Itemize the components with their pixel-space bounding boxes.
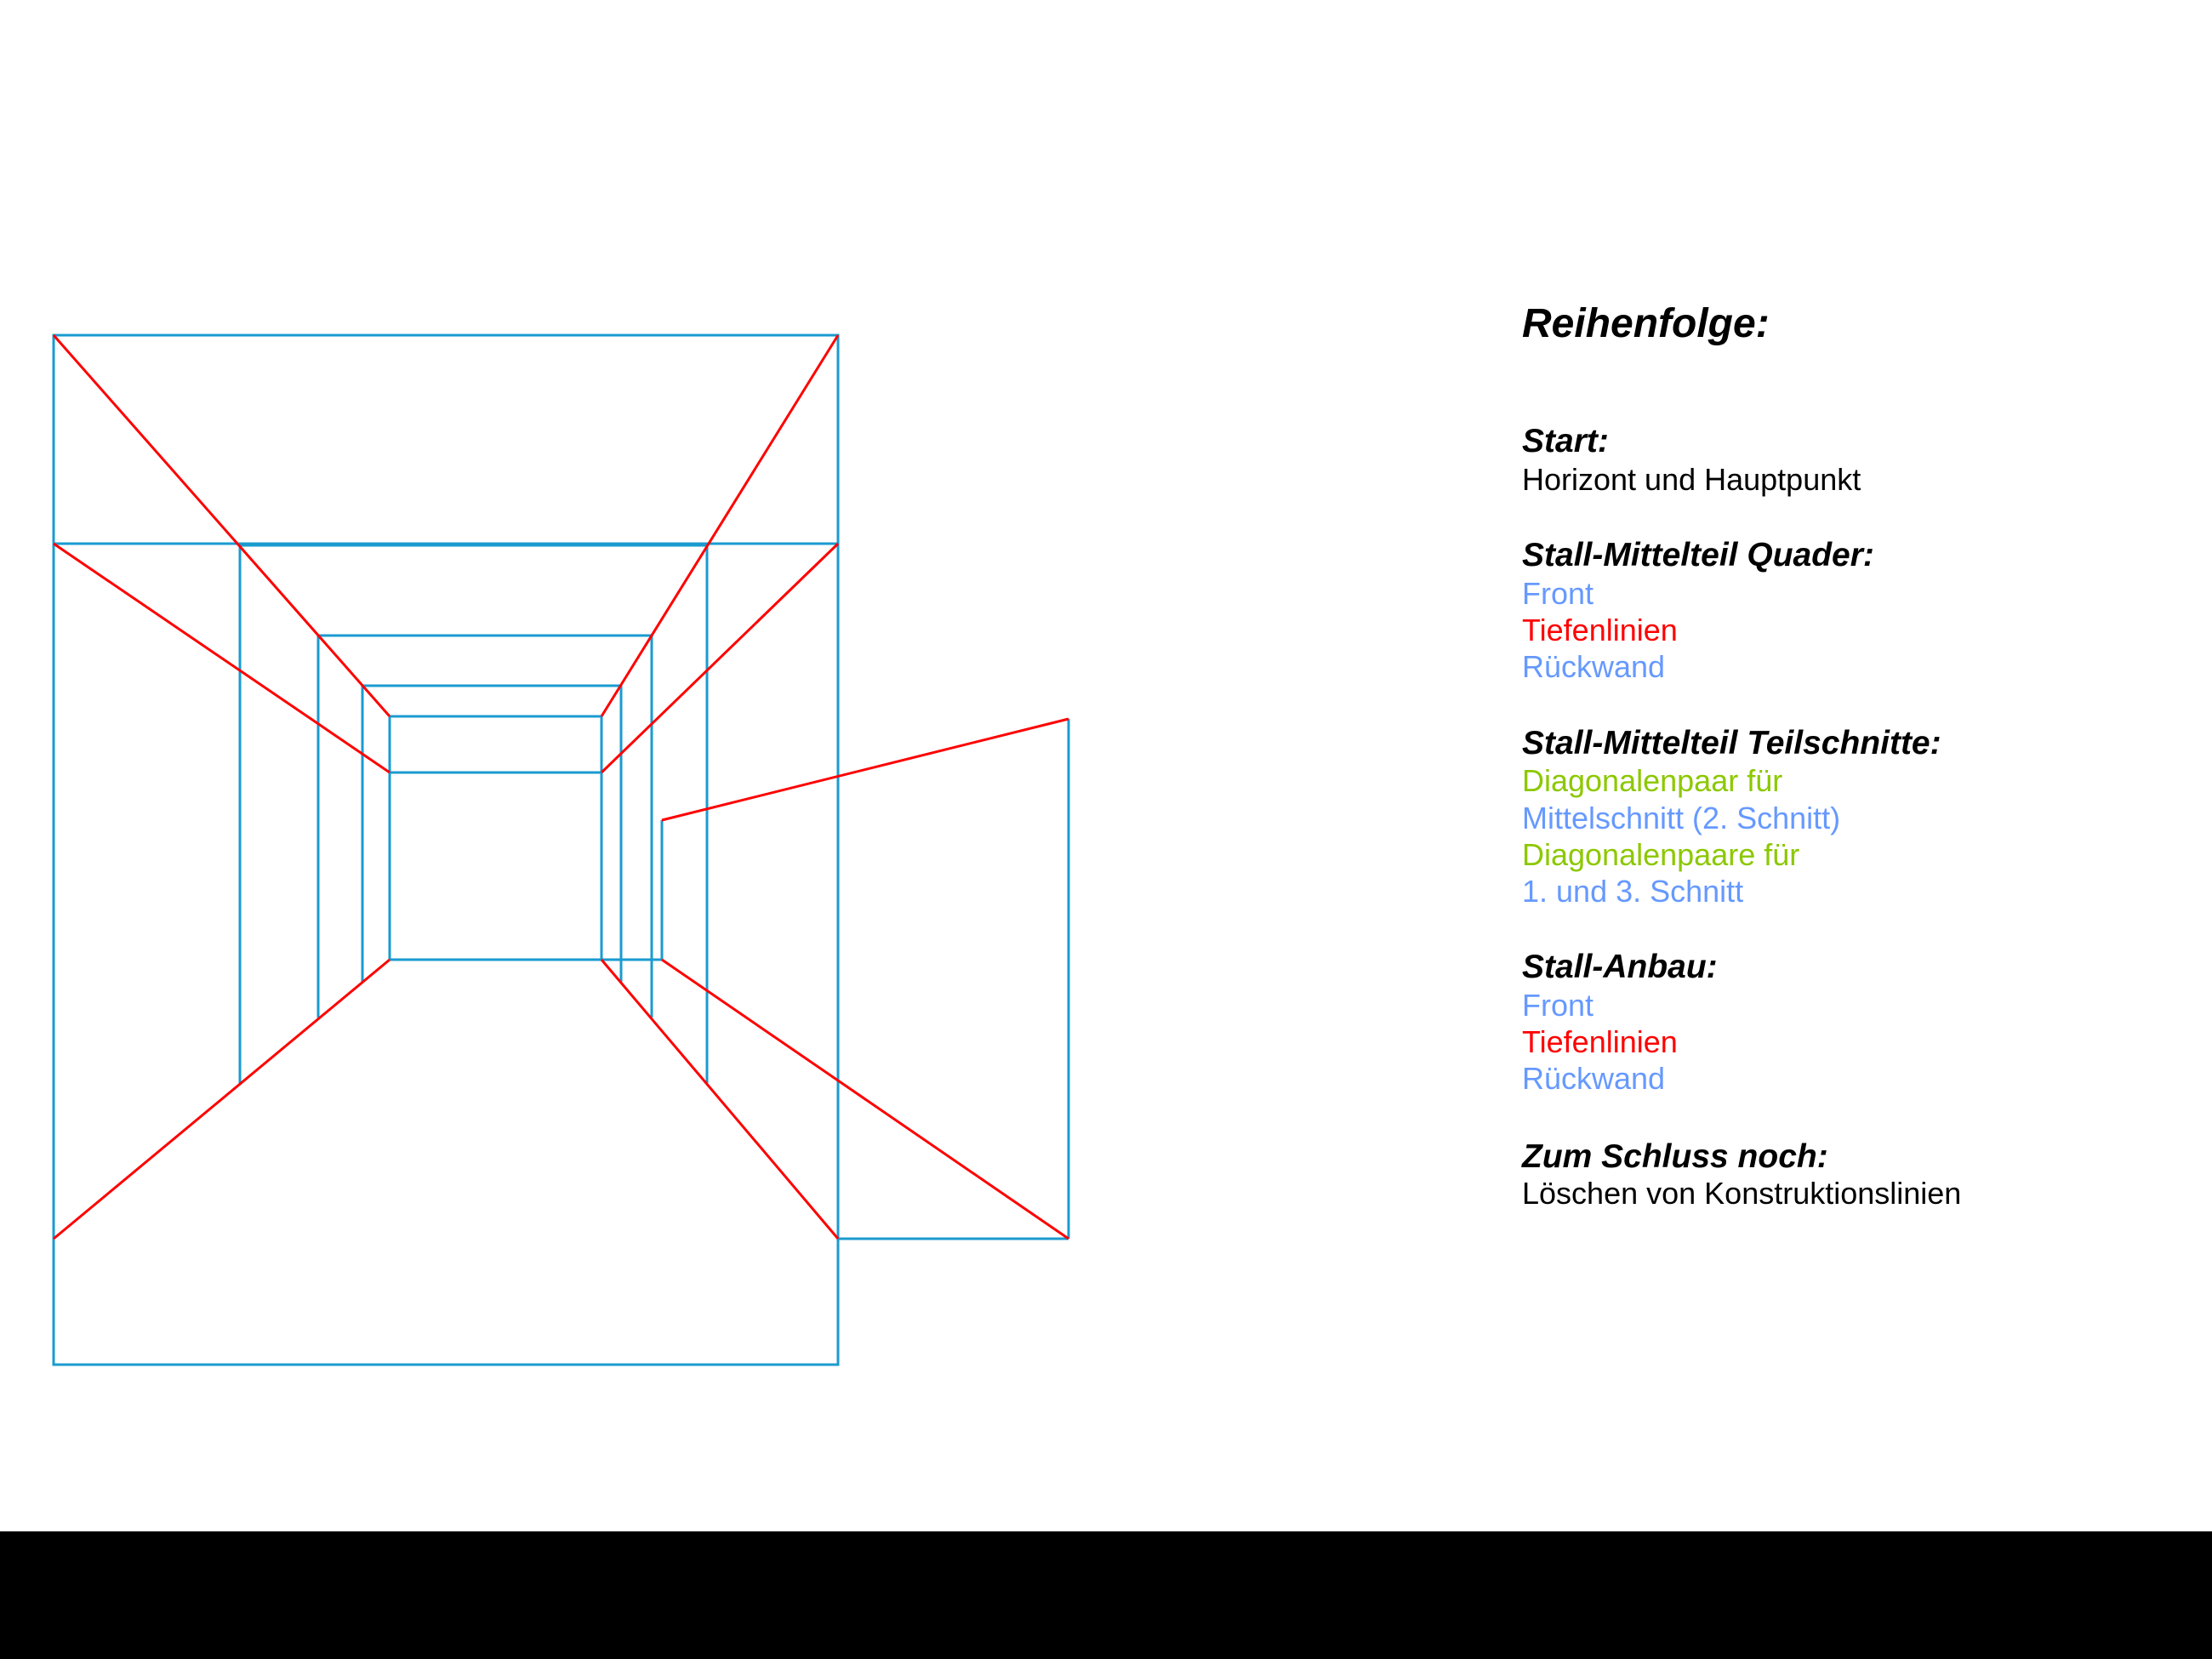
step-text: 1. und 3. Schnitt xyxy=(1522,874,1744,909)
step-text: Front xyxy=(1522,988,1594,1023)
front-wall-lines xyxy=(52,334,840,1366)
bottom-black-bar xyxy=(0,1531,2212,1659)
step-text: Horizont und Hauptpunkt xyxy=(1522,462,1861,497)
step-text: Mittelschnitt (2. Schnitt) xyxy=(1522,801,1841,835)
step-text: Diagonalenpaare für xyxy=(1522,837,1800,872)
back-wall xyxy=(388,715,603,961)
depth-line xyxy=(600,334,840,717)
depth-line xyxy=(53,542,391,774)
depth-line xyxy=(53,958,391,1240)
annex-lines xyxy=(601,719,1070,1240)
section-heading: Stall-Mittelteil Teilschnitte: xyxy=(1522,725,1941,761)
step-text: Rückwand xyxy=(1522,1061,1666,1096)
annex-depth-line xyxy=(661,717,1069,822)
section-heading: Zum Schluss noch: xyxy=(1522,1138,1828,1175)
step-text: Tiefenlinien xyxy=(1522,613,1678,647)
depth-line xyxy=(600,959,840,1240)
annex-depth-line xyxy=(661,958,1069,1240)
depth-line xyxy=(52,334,391,717)
depth-line xyxy=(600,542,840,774)
outer-frame xyxy=(52,334,840,1366)
section-heading: Start: xyxy=(1522,423,1609,459)
perspective-drawing xyxy=(52,334,1070,1366)
section-heading: Stall-Mittelteil Quader: xyxy=(1522,537,1874,573)
step-text: Löschen von Konstruktionslinien xyxy=(1522,1176,1962,1211)
depth-lines xyxy=(52,334,1069,1240)
step-text: Rückwand xyxy=(1522,649,1666,684)
step-text: Front xyxy=(1522,576,1594,611)
section-3 xyxy=(361,684,623,982)
panel-title: Reihenfolge: xyxy=(1522,301,1770,346)
section-heading: Stall-Anbau: xyxy=(1522,949,1718,985)
section-1 xyxy=(316,634,653,1018)
step-text: Tiefenlinien xyxy=(1522,1024,1678,1059)
step-text: Diagonalenpaar für xyxy=(1522,763,1783,798)
